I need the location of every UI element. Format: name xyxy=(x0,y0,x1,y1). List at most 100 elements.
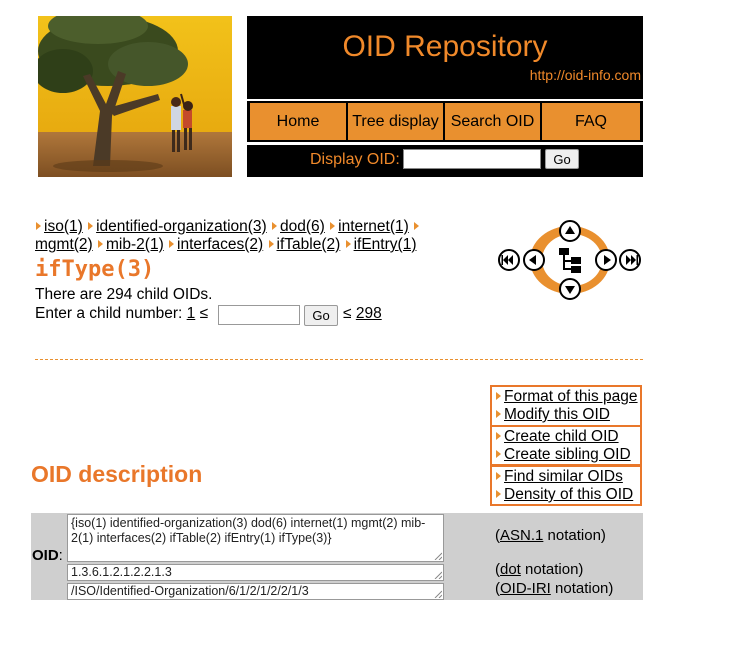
oid-heading: ifType(3) xyxy=(35,257,155,282)
asn1-link[interactable]: ASN.1 xyxy=(500,527,544,544)
oid-label-colon: : xyxy=(58,547,63,564)
paren: ( xyxy=(495,580,500,597)
breadcrumb-num: (1) xyxy=(389,218,409,235)
breadcrumb-item: dod(6) xyxy=(271,218,325,235)
dot-notation-note: (dot notation) xyxy=(495,561,583,578)
child-max-link[interactable]: 298 xyxy=(355,305,382,322)
breadcrumb-link-internet[interactable]: internet xyxy=(338,218,390,235)
breadcrumb-num: (2) xyxy=(244,236,264,253)
iri-textarea[interactable]: /ISO/Identified-Organization/6/1/2/1/2/2… xyxy=(67,583,444,600)
arrow-icon xyxy=(496,392,501,400)
asn1-value: {iso(1) identified-organization(3) dod(6… xyxy=(71,516,426,545)
breadcrumb-num: (6) xyxy=(305,218,325,235)
dot-link[interactable]: dot xyxy=(500,561,521,578)
action-box-find: Find similar OIDs Density of this OID xyxy=(490,465,642,506)
action-item: Modify this OID xyxy=(495,406,640,424)
format-page-link[interactable]: Format of this page xyxy=(504,388,638,405)
oid-label: OID xyxy=(32,547,59,564)
modify-oid-link[interactable]: Modify this OID xyxy=(504,406,610,423)
breadcrumb-item: mgmt(2) xyxy=(35,236,93,253)
resize-grip-icon[interactable] xyxy=(434,590,442,598)
asn1-notation-note: (ASN.1 notation) xyxy=(495,527,606,544)
create-sibling-link[interactable]: Create sibling OID xyxy=(504,446,631,463)
resize-grip-icon[interactable] xyxy=(434,571,442,579)
paren: ( xyxy=(495,561,500,578)
asn1-textarea[interactable]: {iso(1) identified-organization(3) dod(6… xyxy=(67,514,444,562)
main-nav: Home Tree display Search OID FAQ xyxy=(247,101,643,142)
tree-navigator xyxy=(497,220,643,306)
find-similar-link[interactable]: Find similar OIDs xyxy=(504,468,623,485)
action-item: Find similar OIDs xyxy=(495,468,640,486)
breadcrumb-link-ifentry[interactable]: ifEntry xyxy=(353,236,398,253)
leq-symbol: ≤ xyxy=(199,305,209,322)
arrow-icon xyxy=(496,490,501,498)
nav-tree-display[interactable]: Tree display xyxy=(348,103,443,140)
breadcrumb-link-identified-organization[interactable]: identified-organization xyxy=(96,218,248,235)
iri-notation-note: (OID-IRI notation) xyxy=(495,580,613,597)
breadcrumb-num: (1) xyxy=(397,236,417,253)
breadcrumb-num: (2) xyxy=(73,236,93,253)
child-number-row: Enter a child number: 1 ≤ Go ≤ 298 xyxy=(35,305,382,326)
child-number-label: Enter a child number: xyxy=(35,305,183,322)
breadcrumb-item: identified-organization(3) xyxy=(87,218,267,235)
down-icon[interactable] xyxy=(559,278,581,300)
notation-text: notation) xyxy=(520,561,584,578)
site-url[interactable]: http://oid-info.com xyxy=(529,67,641,83)
arrow-icon xyxy=(272,222,278,230)
arrow-icon xyxy=(88,222,94,230)
last-icon[interactable] xyxy=(619,249,641,271)
breadcrumb-link-mgmt[interactable]: mgmt xyxy=(35,236,74,253)
breadcrumb-item: iso(1) xyxy=(35,218,83,235)
paren: ( xyxy=(495,527,500,544)
header-photo xyxy=(38,16,232,177)
arrow-icon xyxy=(496,472,501,480)
arrow-icon xyxy=(98,240,104,248)
oid-table: OID: {iso(1) identified-organization(3) … xyxy=(31,513,643,600)
breadcrumb-num: (2) xyxy=(321,236,341,253)
nav-search-oid[interactable]: Search OID xyxy=(445,103,540,140)
oid-iri-link[interactable]: OID-IRI xyxy=(500,580,551,597)
breadcrumb-link-mib-2[interactable]: mib-2 xyxy=(106,236,145,253)
arrow-icon xyxy=(330,222,336,230)
create-child-link[interactable]: Create child OID xyxy=(504,428,619,445)
first-icon[interactable] xyxy=(498,249,520,271)
nav-home[interactable]: Home xyxy=(250,103,346,140)
breadcrumb-link-iso[interactable]: iso xyxy=(44,218,64,235)
breadcrumb-num: (1) xyxy=(144,236,164,253)
site-title: OID Repository xyxy=(342,30,548,63)
child-min-link[interactable]: 1 xyxy=(186,305,196,322)
display-oid-input[interactable] xyxy=(403,149,541,169)
breadcrumb-num: (1) xyxy=(63,218,83,235)
iri-value: /ISO/Identified-Organization/6/1/2/1/2/2… xyxy=(71,584,309,598)
action-item: Create child OID xyxy=(495,428,640,446)
breadcrumb-item: mib-2(1) xyxy=(97,236,164,253)
child-max-row: ≤ 298 xyxy=(343,305,382,323)
action-item: Create sibling OID xyxy=(495,446,640,464)
site-header: OID Repository http://oid-info.com xyxy=(247,16,643,99)
arrow-icon xyxy=(496,450,501,458)
child-go-button[interactable]: Go xyxy=(304,305,338,326)
action-box-create: Create child OID Create sibling OID xyxy=(490,425,642,466)
dot-textarea[interactable]: 1.3.6.1.2.1.2.2.1.3 xyxy=(67,564,444,581)
next-icon[interactable] xyxy=(595,249,617,271)
breadcrumb-link-dod[interactable]: dod xyxy=(280,218,306,235)
arrow-icon xyxy=(169,240,175,248)
oid-description-title: OID description xyxy=(31,461,203,487)
child-number-input[interactable] xyxy=(218,305,300,325)
display-oid-label: Display OID: xyxy=(310,151,400,168)
arrow-icon xyxy=(36,222,41,230)
breadcrumb-link-iftable[interactable]: ifTable xyxy=(276,236,322,253)
resize-grip-icon[interactable] xyxy=(434,552,442,560)
breadcrumb-link-interfaces[interactable]: interfaces xyxy=(177,236,245,253)
arrow-icon xyxy=(345,240,351,248)
arrow-icon xyxy=(496,410,501,418)
up-icon[interactable] xyxy=(559,220,581,242)
breadcrumb-item: ifEntry(1) xyxy=(345,236,417,253)
density-link[interactable]: Density of this OID xyxy=(504,486,634,503)
display-oid-go-button[interactable]: Go xyxy=(545,149,579,169)
prev-icon[interactable] xyxy=(523,249,545,271)
display-oid-bar: Display OID: Go xyxy=(247,145,643,177)
nav-faq[interactable]: FAQ xyxy=(542,103,640,140)
arrow-icon xyxy=(496,432,501,440)
breadcrumb-num: (3) xyxy=(247,218,267,235)
